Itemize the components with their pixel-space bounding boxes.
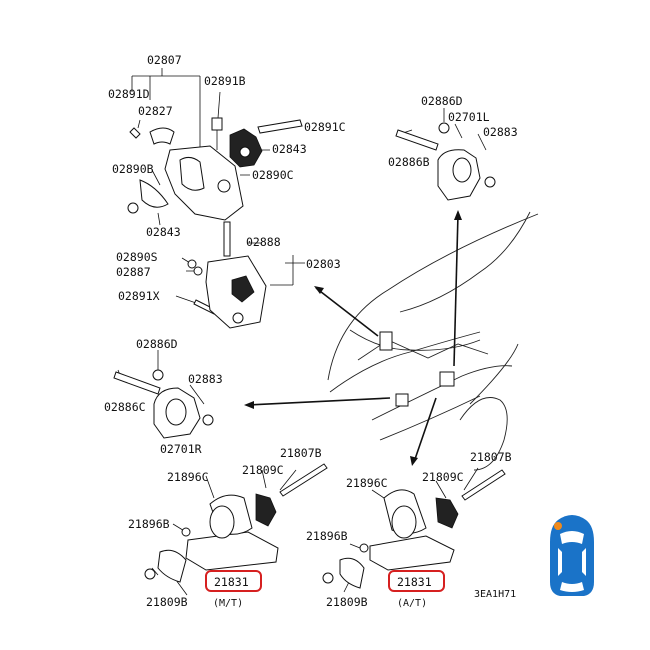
label-02886B-top: 02886B [388,155,430,169]
car-top-view-icon [550,515,594,596]
label-02886C: 02886C [104,400,146,414]
label-02807: 02807 [147,53,182,67]
label-21807B-left: 21807B [280,446,322,460]
label-21831-mt: 21831 [214,575,249,589]
label-21896C-right: 21896C [346,476,388,490]
upper-bracket-group [127,68,303,226]
label-02886D-left: 02886D [136,337,178,351]
label-02843-upper: 02843 [272,142,307,156]
label-02827: 02827 [138,104,173,118]
upper-right-mount-group [395,108,496,201]
label-02891D: 02891D [108,87,150,101]
label-21896B-left: 21896B [128,517,170,531]
label-02843-lower: 02843 [146,225,181,239]
label-21809C-left: 21809C [242,463,284,477]
label-02886D-top: 02886D [421,94,463,108]
label-21896C-left: 21896C [167,470,209,484]
note-mt: (M/T) [213,598,243,609]
label-02891C: 02891C [304,120,346,134]
label-21831-at: 21831 [397,575,432,589]
label-02890B: 02890B [112,162,154,176]
car-engine-bay-outline [327,211,539,471]
label-21809C-right: 21809C [422,470,464,484]
label-21807B-right: 21807B [470,450,512,464]
highlight-21831-mt [205,570,262,592]
label-02890S: 02890S [116,250,158,264]
label-02883-left: 02883 [188,372,223,386]
note-at: (A/T) [397,598,427,609]
pointer-arrows [244,210,462,466]
left-mount-group [113,350,214,439]
label-21809B-right: 21809B [326,595,368,609]
label-02891X: 02891X [118,289,160,303]
mt-mount-group [144,463,328,596]
label-02888: 02888 [246,235,281,249]
label-02890C: 02890C [252,168,294,182]
label-21809B-left: 21809B [146,595,188,609]
label-02883-top: 02883 [483,125,518,139]
label-02701L: 02701L [448,110,490,124]
label-02887: 02887 [116,265,151,279]
highlight-21831-at [388,570,445,592]
label-02891B: 02891B [204,74,246,88]
label-02803: 02803 [306,257,341,271]
at-mount-group [322,467,506,593]
diagram-code: 3EA1H71 [474,589,516,600]
label-02701R: 02701R [160,442,202,456]
label-21896B-right: 21896B [306,529,348,543]
middle-mount-group [175,221,305,329]
